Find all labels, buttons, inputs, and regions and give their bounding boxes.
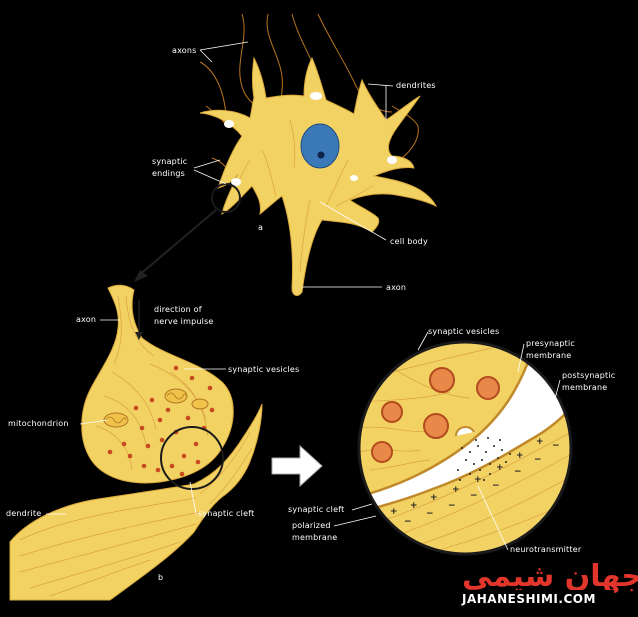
- svg-text:+: +: [474, 475, 482, 485]
- label-axon-top: axon: [386, 283, 406, 292]
- cell-surface-fibers: [235, 119, 373, 273]
- watermark-arabic: جهان شیمی: [462, 559, 638, 594]
- label-panel-a: a: [258, 223, 263, 232]
- label-polarized-line1: polarized: [292, 521, 331, 530]
- magnify-arrow: [271, 444, 323, 488]
- svg-text:+: +: [516, 451, 524, 461]
- label-synaptic-endings-line1: synaptic: [152, 157, 187, 166]
- label-synaptic-cleft-mid: synaptic cleft: [198, 509, 254, 518]
- middle-labels: axon direction of nerve impulse synaptic…: [6, 300, 299, 582]
- label-postsynaptic-line1: postsynaptic: [562, 371, 615, 380]
- dendrite-fibers: [19, 431, 253, 597]
- svg-text:−: −: [382, 523, 390, 533]
- synaptic-endings: [224, 92, 397, 186]
- label-axons: axons: [172, 46, 197, 55]
- postsynaptic-dendrite: [9, 403, 263, 601]
- label-presynaptic-line1: presynaptic: [526, 339, 575, 348]
- terminal-vesicles: [107, 365, 215, 477]
- label-synaptic-vesicles-mid: synaptic vesicles: [228, 365, 299, 374]
- postsynaptic-region: [359, 400, 571, 554]
- svg-text:+: +: [370, 513, 378, 523]
- fusing-vesicle: [455, 426, 475, 437]
- label-direction-line2: nerve impulse: [154, 317, 214, 326]
- nucleolus: [317, 151, 325, 159]
- watermark: جهان شیمی JAHANESHIMI.COM: [458, 559, 638, 606]
- label-cell-body: cell body: [390, 237, 428, 246]
- label-axon-mid: axon: [76, 315, 96, 324]
- right-labels: synaptic vesicles presynaptic membrane p…: [288, 327, 615, 554]
- magnified-synapse: ++ ++ ++ ++ + −− −− −− −− −: [357, 340, 573, 556]
- svg-text:+: +: [496, 463, 504, 473]
- presynaptic-bulb: [81, 284, 234, 484]
- watermark-latin: JAHANESHIMI.COM: [461, 592, 596, 606]
- svg-text:−: −: [404, 517, 412, 527]
- svg-text:+: +: [452, 485, 460, 495]
- svg-text:−: −: [492, 481, 500, 491]
- svg-text:+: +: [410, 501, 418, 511]
- svg-text:+: +: [390, 507, 398, 517]
- polarization-marks: ++ ++ ++ ++ + −− −− −− −− −: [370, 437, 560, 533]
- svg-text:−: −: [470, 491, 478, 501]
- svg-text:+: +: [430, 493, 438, 503]
- svg-text:−: −: [552, 441, 560, 451]
- label-presynaptic-line2: membrane: [526, 351, 571, 360]
- neuron: [134, 13, 438, 296]
- magnified-vesicles: [371, 367, 500, 463]
- terminal-fibers: [95, 295, 209, 471]
- top-labels: axons dendrites synaptic endings a cell …: [152, 41, 436, 292]
- neuron-cell-body: [199, 56, 438, 296]
- axon-terminal: [9, 284, 263, 601]
- svg-text:−: −: [514, 467, 522, 477]
- zoom-circle-middle: [160, 426, 224, 490]
- label-dendrite: dendrite: [6, 509, 41, 518]
- neurotransmitter-dots: [457, 437, 511, 481]
- label-postsynaptic-line2: membrane: [562, 383, 607, 392]
- svg-text:−: −: [534, 455, 542, 465]
- label-synaptic-cleft-right: synaptic cleft: [288, 505, 344, 514]
- label-mitochondrion: mitochondrion: [8, 419, 69, 428]
- label-dendrites: dendrites: [396, 81, 436, 90]
- label-panel-b: b: [158, 573, 163, 582]
- label-synaptic-endings-line2: endings: [152, 169, 185, 178]
- nucleus: [300, 123, 340, 169]
- svg-text:−: −: [448, 501, 456, 511]
- svg-text:−: −: [426, 509, 434, 519]
- label-neurotransmitter: neurotransmitter: [510, 545, 582, 554]
- presynaptic-membrane: [359, 342, 538, 498]
- svg-text:+: +: [536, 437, 544, 447]
- zoom-arrow: [137, 209, 217, 277]
- mitochondria: [103, 388, 209, 428]
- synaptic-cleft: [360, 342, 571, 512]
- label-direction-line1: direction of: [154, 305, 202, 314]
- label-polarized-line2: membrane: [292, 533, 337, 542]
- label-synaptic-vesicles-right: synaptic vesicles: [428, 327, 499, 336]
